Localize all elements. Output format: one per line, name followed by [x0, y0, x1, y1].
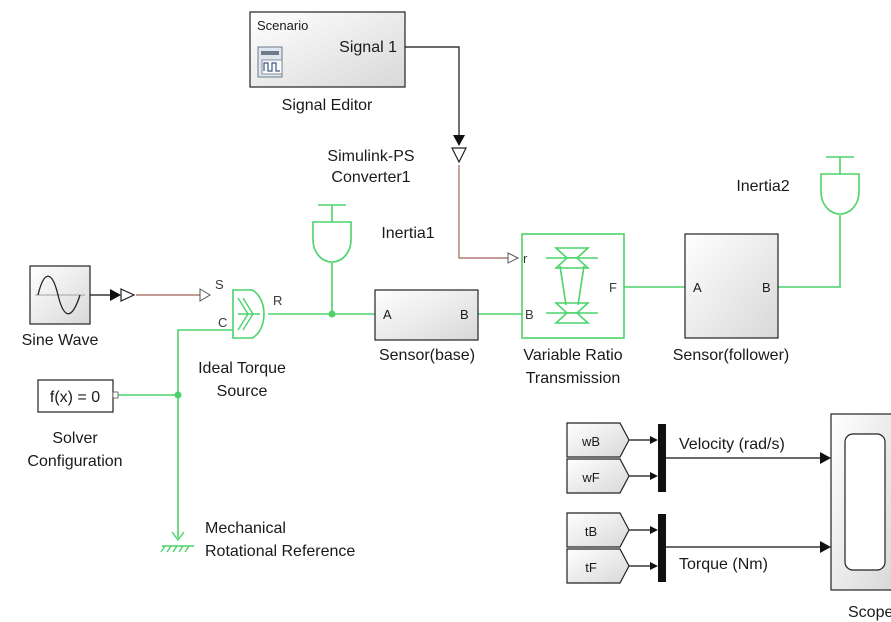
solver-text: f(x) = 0 [50, 389, 100, 406]
junction-dot [328, 310, 336, 318]
port-r-label: R [273, 293, 282, 308]
signal-arrow [650, 526, 658, 534]
tag-label-tb: tB [585, 524, 597, 539]
from-tag-tf[interactable]: tF [566, 548, 630, 584]
ideal-torque-source-block[interactable]: S C R [199, 277, 282, 339]
inertia2-block[interactable] [820, 156, 860, 215]
mechanical-reference-block[interactable] [160, 531, 194, 553]
ps-converter1-block[interactable] [451, 147, 467, 164]
r-port-marker [507, 252, 520, 264]
signal-arrow [650, 436, 658, 444]
from-tag-wf[interactable]: wF [566, 458, 630, 494]
inertia2-label: Inertia2 [736, 178, 789, 195]
variable-ratio-transmission-block[interactable]: r B F [507, 233, 625, 339]
vrt-port-b: B [525, 307, 534, 322]
junction-dot [174, 391, 182, 399]
signal-editor-block[interactable]: Scenario Signal 1 [249, 11, 406, 88]
sensor-follower-port-b: B [762, 280, 771, 295]
mux-velocity[interactable] [658, 424, 666, 492]
vrt-label-2: Transmission [526, 370, 621, 387]
port-c-label: C [218, 315, 227, 330]
signal-arrow [650, 472, 658, 480]
sine-wave-block[interactable] [29, 265, 91, 325]
sensor-follower-port-a: A [693, 280, 702, 295]
scenario-label: Scenario [257, 18, 308, 33]
solver-label-2: Configuration [27, 453, 122, 470]
sensor-follower-block[interactable]: A B [684, 233, 779, 339]
torque-signal-label: Torque (Nm) [679, 556, 768, 573]
vrt-port-f: F [609, 280, 617, 295]
tag-label-tf: tF [585, 560, 597, 575]
signal-arrow [820, 452, 831, 464]
sensor-base-port-a: A [383, 307, 392, 322]
sine-icon [37, 275, 81, 315]
scope-label: Scope [848, 604, 891, 621]
signal-line-signal1[interactable] [405, 46, 460, 140]
mech-ref-label-1: Mechanical [205, 520, 286, 537]
ps-converter-block[interactable] [120, 288, 136, 302]
scope-block[interactable] [830, 413, 891, 591]
mux-torque[interactable] [658, 514, 666, 582]
ideal-torque-label-2: Source [217, 383, 268, 400]
signal-editor-icon [257, 46, 283, 78]
cvt-pulley-icon [546, 247, 598, 324]
sensor-base-label: Sensor(base) [379, 347, 475, 364]
s-port-marker [199, 288, 211, 302]
signal-arrow [453, 135, 465, 146]
vrt-label-1: Variable Ratio [523, 347, 622, 364]
ps-converter1-label-2: Converter1 [331, 169, 410, 186]
ideal-torque-label-1: Ideal Torque [198, 360, 286, 377]
signal-arrow [820, 541, 831, 553]
from-tag-tb[interactable]: tB [566, 512, 630, 548]
port-s-label: S [215, 277, 224, 292]
vrt-port-r: r [523, 251, 528, 266]
signal-arrow [650, 562, 658, 570]
mech-ref-label-2: Rotational Reference [205, 543, 355, 560]
sensor-base-port-b: B [460, 307, 469, 322]
sine-wave-label: Sine Wave [22, 332, 99, 349]
signal-editor-label: Signal Editor [282, 97, 373, 114]
tag-label-wb: wB [581, 434, 600, 449]
scope-screen-icon [844, 433, 886, 571]
inertia1-block[interactable] [312, 204, 352, 263]
ps-converter1-label-1: Simulink-PS [327, 148, 414, 165]
solver-label-1: Solver [52, 430, 98, 447]
inertia1-label: Inertia1 [381, 225, 434, 242]
sensor-base-block[interactable]: A B [374, 289, 479, 341]
tag-label-wf: wF [581, 470, 599, 485]
ps-line-converter-to-r[interactable] [458, 165, 508, 259]
phys-line-followerB-to-inertia2[interactable] [778, 215, 841, 288]
solver-configuration-block[interactable]: f(x) = 0 [37, 379, 119, 413]
from-tag-wb[interactable]: wB [566, 422, 630, 458]
signal1-port-label: Signal 1 [339, 39, 397, 56]
sensor-follower-label: Sensor(follower) [673, 347, 789, 364]
velocity-signal-label: Velocity (rad/s) [679, 436, 785, 453]
signal-arrow [110, 289, 121, 301]
connections [90, 46, 841, 570]
phys-line-c-to-reference[interactable] [177, 329, 238, 538]
